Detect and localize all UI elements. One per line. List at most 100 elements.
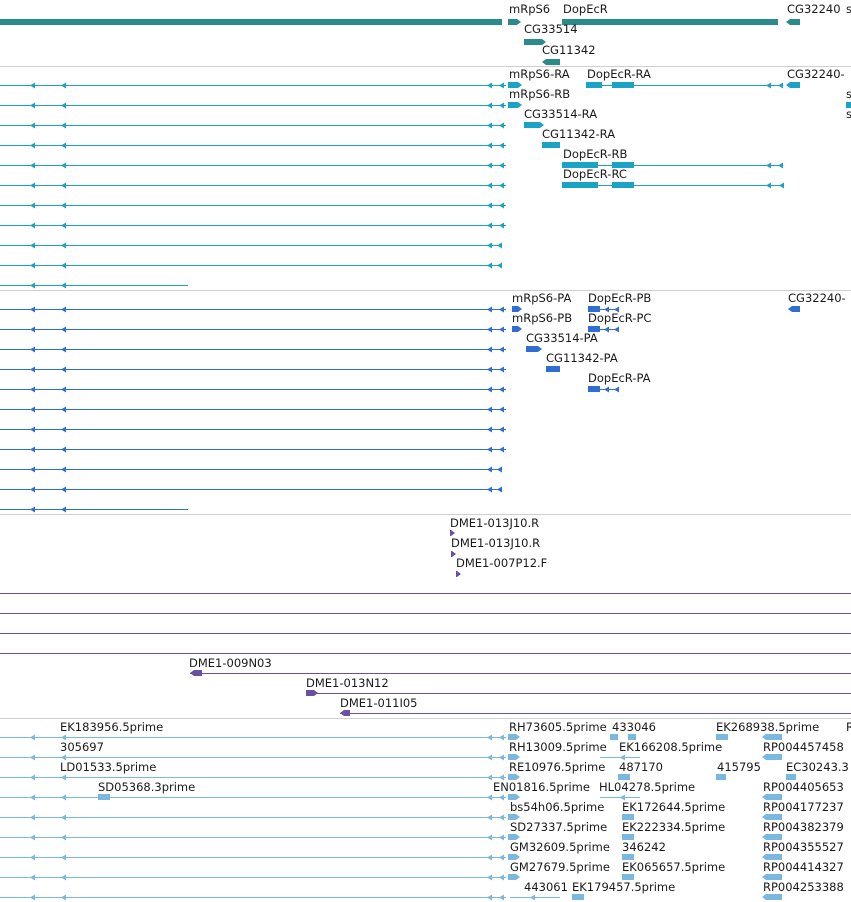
- feature-label[interactable]: mRpS6-RB: [509, 87, 571, 101]
- feature-block[interactable]: [786, 82, 800, 88]
- feature-block[interactable]: [612, 182, 634, 188]
- feature-block[interactable]: [622, 854, 634, 860]
- feature-block[interactable]: [788, 306, 800, 312]
- feature-label[interactable]: mRpS6-PA: [512, 291, 572, 305]
- feature-label[interactable]: CG11342: [542, 43, 596, 57]
- feature-block[interactable]: [450, 530, 455, 536]
- feature-label[interactable]: 487170: [619, 760, 663, 774]
- feature-label[interactable]: s: [846, 2, 851, 16]
- feature-label[interactable]: EN01816.5prime: [493, 780, 590, 794]
- feature-block[interactable]: [508, 854, 520, 860]
- feature-block[interactable]: [562, 19, 778, 25]
- feature-block[interactable]: [508, 754, 520, 760]
- feature-label[interactable]: DME1-007P12.F: [456, 556, 548, 570]
- feature-block[interactable]: [562, 162, 598, 168]
- feature-block[interactable]: [762, 874, 782, 880]
- feature-block[interactable]: [716, 734, 728, 740]
- feature-label[interactable]: DopEcR-RC: [563, 167, 627, 181]
- feature-block[interactable]: [524, 122, 544, 128]
- feature-block[interactable]: [508, 874, 520, 880]
- feature-block[interactable]: [762, 894, 782, 900]
- feature-label[interactable]: mRpS6-PB: [512, 311, 573, 325]
- feature-block[interactable]: [572, 894, 584, 900]
- feature-label[interactable]: RH73605.5prime: [509, 720, 607, 734]
- feature-label[interactable]: CG32240: [787, 2, 841, 16]
- feature-block[interactable]: [618, 774, 630, 780]
- feature-block[interactable]: [846, 102, 851, 108]
- feature-label[interactable]: RP004355527: [763, 840, 844, 854]
- feature-label[interactable]: DopEcR-PB: [588, 291, 652, 305]
- feature-label[interactable]: LD01533.5prime: [60, 760, 157, 774]
- feature-label[interactable]: 346242: [622, 840, 666, 854]
- feature-label[interactable]: DME1-011I05: [340, 696, 418, 710]
- feature-label[interactable]: s: [846, 87, 851, 101]
- feature-label[interactable]: 443061: [524, 880, 568, 894]
- feature-block[interactable]: [508, 19, 521, 25]
- feature-label[interactable]: s: [846, 107, 851, 121]
- feature-label[interactable]: DopEcR: [563, 2, 608, 16]
- feature-label[interactable]: RP004414327: [763, 860, 844, 874]
- feature-block[interactable]: [306, 690, 318, 696]
- feature-block[interactable]: [508, 834, 520, 840]
- feature-block[interactable]: [546, 366, 560, 372]
- feature-block[interactable]: [508, 82, 522, 88]
- feature-block[interactable]: [622, 814, 634, 820]
- feature-label[interactable]: RP004253388: [763, 880, 844, 894]
- feature-block[interactable]: [588, 306, 600, 312]
- feature-label[interactable]: CG32240-: [788, 291, 846, 305]
- feature-block[interactable]: [0, 19, 502, 25]
- feature-label[interactable]: CG11342-RA: [542, 127, 616, 141]
- feature-block[interactable]: [508, 734, 520, 740]
- feature-label[interactable]: DME1-013N12: [306, 676, 389, 690]
- feature-label[interactable]: CG32240-: [787, 67, 845, 81]
- feature-label[interactable]: EK166208.5prime: [619, 740, 723, 754]
- feature-block[interactable]: [508, 774, 520, 780]
- feature-block[interactable]: [612, 162, 634, 168]
- feature-label[interactable]: DopEcR-RA: [587, 67, 651, 81]
- feature-block[interactable]: [610, 734, 618, 740]
- feature-block[interactable]: [586, 82, 602, 88]
- feature-block[interactable]: [622, 834, 634, 840]
- feature-label[interactable]: EK179457.5prime: [572, 880, 676, 894]
- feature-label[interactable]: HL04278.5prime: [599, 780, 696, 794]
- feature-block[interactable]: [542, 142, 560, 148]
- feature-block[interactable]: [762, 754, 782, 760]
- feature-block[interactable]: [588, 326, 600, 332]
- feature-label[interactable]: DopEcR-PA: [588, 371, 651, 385]
- feature-block[interactable]: [508, 102, 522, 108]
- feature-label[interactable]: GM32609.5prime: [510, 840, 610, 854]
- feature-block[interactable]: [508, 794, 520, 800]
- feature-label[interactable]: RE10976.5prime: [509, 760, 606, 774]
- feature-block[interactable]: [622, 874, 634, 880]
- feature-block[interactable]: [588, 386, 600, 392]
- feature-label[interactable]: DME1-009N03: [189, 656, 272, 670]
- feature-label[interactable]: R: [846, 720, 851, 734]
- feature-label[interactable]: EK222334.5prime: [622, 820, 726, 834]
- feature-label[interactable]: CG11342-PA: [546, 351, 618, 365]
- feature-label[interactable]: EK065657.5prime: [622, 860, 726, 874]
- feature-block[interactable]: [762, 854, 782, 860]
- feature-block[interactable]: [340, 710, 350, 716]
- feature-block[interactable]: [512, 326, 522, 332]
- feature-label[interactable]: DopEcR-RB: [563, 147, 628, 161]
- feature-block[interactable]: [628, 734, 636, 740]
- feature-label[interactable]: EK268938.5prime: [716, 720, 820, 734]
- feature-block[interactable]: [786, 774, 796, 780]
- feature-label[interactable]: CG33514-PA: [526, 331, 598, 345]
- feature-label[interactable]: SD27337.5prime: [510, 820, 608, 834]
- feature-block[interactable]: [762, 834, 782, 840]
- feature-label[interactable]: EK172644.5prime: [622, 800, 726, 814]
- feature-label[interactable]: DME1-013J10.R: [450, 516, 540, 530]
- feature-block[interactable]: [98, 794, 110, 800]
- feature-block[interactable]: [762, 734, 782, 740]
- feature-block[interactable]: [786, 19, 800, 25]
- feature-label[interactable]: EK183956.5prime: [60, 720, 164, 734]
- feature-label[interactable]: SD05368.3prime: [98, 780, 196, 794]
- feature-block[interactable]: [716, 774, 726, 780]
- feature-label[interactable]: CG33514-RA: [524, 107, 598, 121]
- feature-label[interactable]: RP004405653: [763, 780, 844, 794]
- feature-block[interactable]: [526, 346, 542, 352]
- feature-label[interactable]: DopEcR-PC: [588, 311, 652, 325]
- feature-label[interactable]: RP004382379: [763, 820, 844, 834]
- feature-label[interactable]: DME1-013J10.R: [451, 536, 541, 550]
